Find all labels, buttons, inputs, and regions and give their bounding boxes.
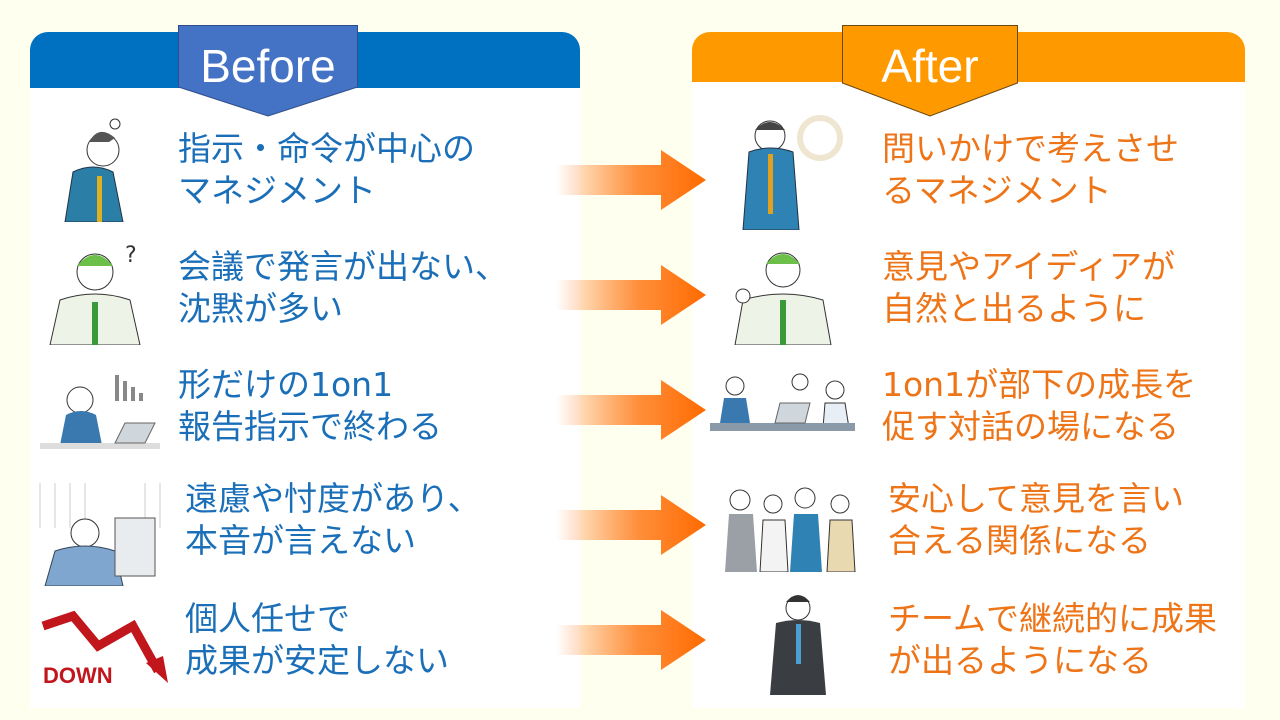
stressed-worker-illustration	[39, 483, 161, 586]
before-item-line1: 指示・命令が中心の	[178, 129, 475, 168]
transition-arrow-icon	[556, 495, 708, 555]
presenting-man-illustration	[770, 595, 826, 695]
before-item-line2: 報告指示で終わる	[178, 407, 442, 446]
before-item-line2: 沈黙が多い	[178, 289, 343, 328]
before-item-2: 会議で発言が出ない、沈黙が多い	[178, 246, 508, 330]
before-item-line2: マネジメント	[178, 171, 376, 210]
before-title: Before	[200, 40, 336, 92]
after-item-4: 安心して意見を言い合える関係になる	[888, 478, 1184, 562]
before-item-1: 指示・命令が中心のマネジメント	[178, 128, 475, 212]
team-thumbs-up-illustration	[725, 487, 856, 572]
before-item-5: 個人任せで成果が安定しない	[185, 598, 449, 682]
after-item-line1: 問いかけで考えさせ	[882, 129, 1179, 168]
puzzled-man-illustration: ?	[49, 243, 141, 345]
svg-text:DOWN: DOWN	[43, 663, 113, 688]
transition-arrow-icon	[556, 610, 708, 670]
after-item-line2: 自然と出るように	[882, 289, 1146, 328]
after-item-line1: 1on1が部下の成長を	[882, 365, 1197, 404]
transition-arrow-icon	[556, 380, 708, 440]
svg-text:?: ?	[125, 243, 137, 268]
after-item-line2: 合える関係になる	[888, 521, 1152, 560]
after-item-2: 意見やアイディアが自然と出るように	[882, 246, 1175, 330]
before-item-line2: 本音が言えない	[185, 521, 416, 560]
transition-arrow-icon	[556, 265, 708, 325]
fist-pump-man-illustration	[734, 252, 832, 345]
before-item-line1: 遠慮や忖度があり、	[185, 479, 481, 518]
before-item-line1: 個人任せで	[185, 599, 350, 638]
after-item-line2: が出るようになる	[888, 641, 1152, 680]
tired-desk-worker-illustration	[40, 375, 160, 449]
transition-arrow-icon	[556, 150, 708, 210]
before-item-line2: 成果が安定しない	[185, 641, 449, 680]
after-item-line2: 促す対話の場になる	[882, 407, 1179, 446]
one-on-one-meeting-illustration	[710, 373, 855, 431]
thinking-man-illustration	[64, 118, 124, 222]
after-item-5: チームで継続的に成果が出るようになる	[888, 598, 1217, 682]
after-item-line2: るマネジメント	[882, 171, 1112, 210]
after-item-3: 1on1が部下の成長を促す対話の場になる	[882, 364, 1196, 448]
after-title-tag: After	[842, 25, 1018, 117]
confident-man-illustration	[742, 115, 843, 230]
after-item-1: 問いかけで考えさせるマネジメント	[882, 128, 1179, 212]
after-title: After	[881, 40, 979, 92]
down-arrow-graph-icon: DOWN	[41, 610, 168, 688]
before-panel	[30, 32, 580, 708]
before-item-line1: 形だけの1on1	[178, 365, 394, 404]
after-item-line1: 安心して意見を言い	[888, 479, 1185, 518]
before-item-4: 遠慮や忖度があり、本音が言えない	[185, 478, 481, 562]
before-item-line1: 会議で発言が出ない、	[178, 247, 508, 286]
before-title-tag: Before	[178, 25, 358, 117]
after-item-line1: 意見やアイディアが	[882, 247, 1176, 286]
after-item-line1: チームで継続的に成果	[888, 599, 1218, 638]
